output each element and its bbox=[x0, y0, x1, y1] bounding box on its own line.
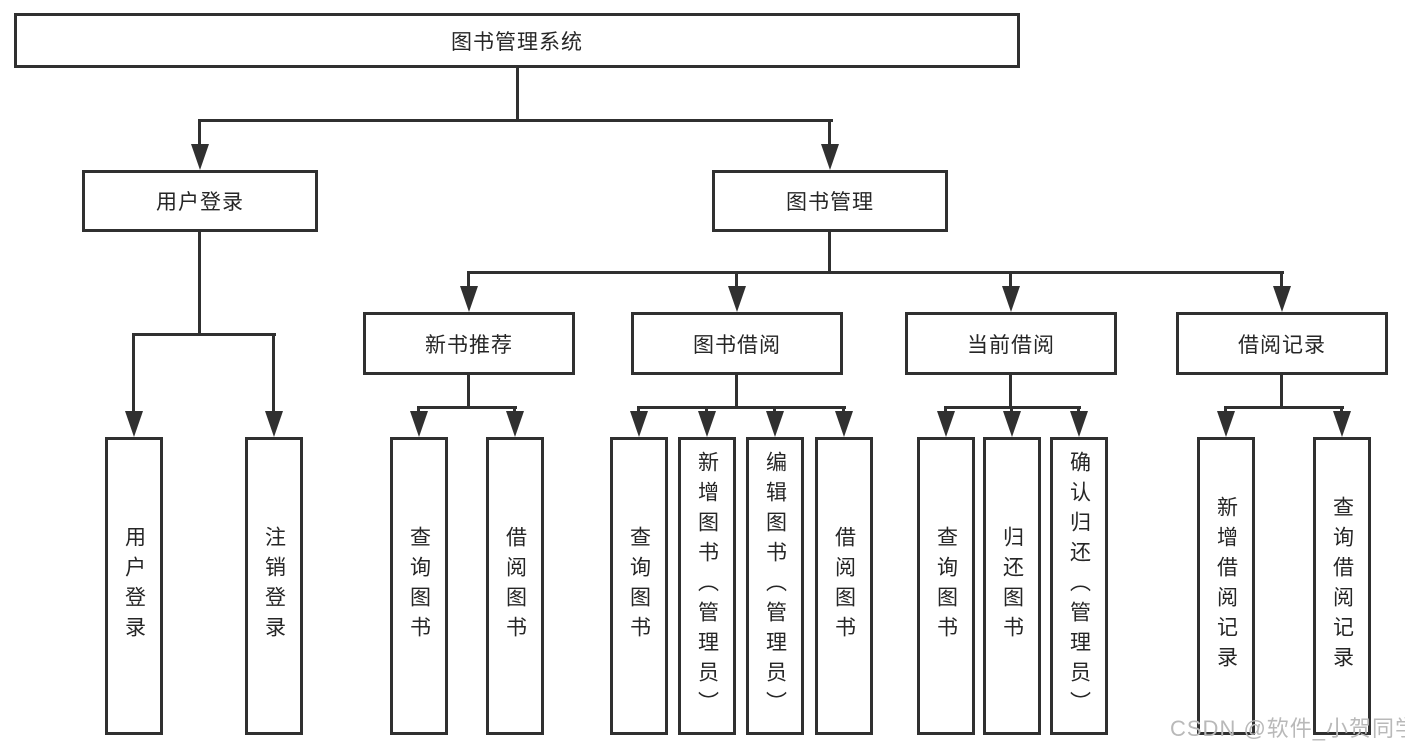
node-borrow-records-label: 借阅记录 bbox=[1238, 333, 1326, 357]
arrow-down-icon bbox=[191, 144, 209, 170]
leaf-logout-login: 注销登录 bbox=[245, 437, 303, 735]
leaf-nbr-borrow-books-label: 借阅图书 bbox=[503, 526, 527, 646]
connector-line bbox=[198, 119, 833, 122]
node-book-borrow-label: 图书借阅 bbox=[693, 333, 781, 357]
connector-line bbox=[513, 406, 516, 414]
connector-line bbox=[467, 375, 470, 408]
leaf-bb-edit-books-admin-label: 编辑图书（管理员） bbox=[763, 451, 787, 721]
arrow-down-icon bbox=[1070, 411, 1088, 437]
arrow-down-icon bbox=[506, 411, 524, 437]
node-new-book-recommend: 新书推荐 bbox=[363, 312, 575, 375]
arrow-down-icon bbox=[1217, 411, 1235, 437]
node-current-borrow-label: 当前借阅 bbox=[967, 333, 1055, 357]
arrow-down-icon bbox=[1333, 411, 1351, 437]
connector-line bbox=[1340, 406, 1343, 414]
connector-line bbox=[1280, 375, 1283, 408]
arrow-down-icon bbox=[937, 411, 955, 437]
arrow-down-icon bbox=[698, 411, 716, 437]
connector-line bbox=[198, 119, 201, 146]
leaf-bb-query-books-label: 查询图书 bbox=[627, 526, 651, 646]
leaf-br-add-record: 新增借阅记录 bbox=[1197, 437, 1255, 735]
arrow-down-icon bbox=[1273, 286, 1291, 312]
connector-line bbox=[773, 406, 776, 414]
leaf-cb-query-books: 查询图书 bbox=[917, 437, 975, 735]
arrow-down-icon bbox=[821, 144, 839, 170]
leaf-user-login: 用户登录 bbox=[105, 437, 163, 735]
connector-line bbox=[944, 406, 947, 414]
connector-line bbox=[1224, 406, 1344, 409]
arrow-down-icon bbox=[728, 286, 746, 312]
connector-line bbox=[1077, 406, 1080, 414]
connector-line bbox=[132, 333, 135, 412]
leaf-cb-confirm-return-admin-label: 确认归还（管理员） bbox=[1067, 451, 1091, 721]
connector-line bbox=[1280, 271, 1283, 288]
arrow-down-icon bbox=[125, 411, 143, 437]
leaf-cb-return-books-label: 归还图书 bbox=[1000, 526, 1024, 646]
leaf-br-add-record-label: 新增借阅记录 bbox=[1214, 496, 1238, 676]
node-book-borrow: 图书借阅 bbox=[631, 312, 843, 375]
leaf-logout-login-label: 注销登录 bbox=[262, 526, 286, 646]
connector-line bbox=[828, 232, 831, 274]
connector-line bbox=[417, 406, 420, 414]
connector-line bbox=[842, 406, 845, 414]
leaf-bb-borrow-books: 借阅图书 bbox=[815, 437, 873, 735]
leaf-cb-confirm-return-admin: 确认归还（管理员） bbox=[1050, 437, 1108, 735]
leaf-br-query-record-label: 查询借阅记录 bbox=[1330, 496, 1354, 676]
node-current-borrow: 当前借阅 bbox=[905, 312, 1117, 375]
connector-line bbox=[1224, 406, 1227, 414]
watermark: CSDN @软件_小贺同学 bbox=[1170, 716, 1405, 741]
leaf-bb-add-books-admin-label: 新增图书（管理员） bbox=[695, 451, 719, 721]
node-book-management-label: 图书管理 bbox=[786, 191, 874, 214]
connector-line bbox=[467, 271, 470, 288]
arrow-down-icon bbox=[410, 411, 428, 437]
node-user-login: 用户登录 bbox=[82, 170, 318, 232]
arrow-down-icon bbox=[1002, 286, 1020, 312]
node-borrow-records: 借阅记录 bbox=[1176, 312, 1388, 375]
connector-line bbox=[198, 232, 201, 336]
arrow-down-icon bbox=[835, 411, 853, 437]
node-root: 图书管理系统 bbox=[14, 13, 1020, 68]
arrow-down-icon bbox=[1003, 411, 1021, 437]
leaf-cb-return-books: 归还图书 bbox=[983, 437, 1041, 735]
leaf-user-login-label: 用户登录 bbox=[122, 526, 146, 646]
connector-line bbox=[417, 406, 517, 409]
leaf-bb-query-books: 查询图书 bbox=[610, 437, 668, 735]
connector-line bbox=[1010, 406, 1013, 414]
leaf-bb-add-books-admin: 新增图书（管理员） bbox=[678, 437, 736, 735]
connector-line bbox=[735, 375, 738, 408]
connector-line bbox=[637, 406, 640, 414]
leaf-bb-borrow-books-label: 借阅图书 bbox=[832, 526, 856, 646]
connector-line bbox=[132, 333, 276, 336]
leaf-nbr-query-books: 查询图书 bbox=[390, 437, 448, 735]
arrow-down-icon bbox=[766, 411, 784, 437]
node-new-book-recommend-label: 新书推荐 bbox=[425, 333, 513, 357]
connector-line bbox=[828, 119, 831, 146]
node-user-login-label: 用户登录 bbox=[156, 191, 244, 214]
arrow-down-icon bbox=[460, 286, 478, 312]
leaf-br-query-record: 查询借阅记录 bbox=[1313, 437, 1371, 735]
leaf-nbr-query-books-label: 查询图书 bbox=[407, 526, 431, 646]
leaf-bb-edit-books-admin: 编辑图书（管理员） bbox=[746, 437, 804, 735]
connector-line bbox=[705, 406, 708, 414]
leaf-nbr-borrow-books: 借阅图书 bbox=[486, 437, 544, 735]
node-book-management: 图书管理 bbox=[712, 170, 948, 232]
arrow-down-icon bbox=[630, 411, 648, 437]
node-root-label: 图书管理系统 bbox=[451, 30, 583, 54]
connector-line bbox=[516, 68, 519, 120]
connector-line bbox=[735, 271, 738, 288]
arrow-down-icon bbox=[265, 411, 283, 437]
connector-line bbox=[467, 271, 1284, 274]
connector-line bbox=[1009, 375, 1012, 408]
connector-line bbox=[637, 406, 846, 409]
connector-line bbox=[272, 333, 275, 412]
leaf-cb-query-books-label: 查询图书 bbox=[934, 526, 958, 646]
connector-line bbox=[1009, 271, 1012, 288]
